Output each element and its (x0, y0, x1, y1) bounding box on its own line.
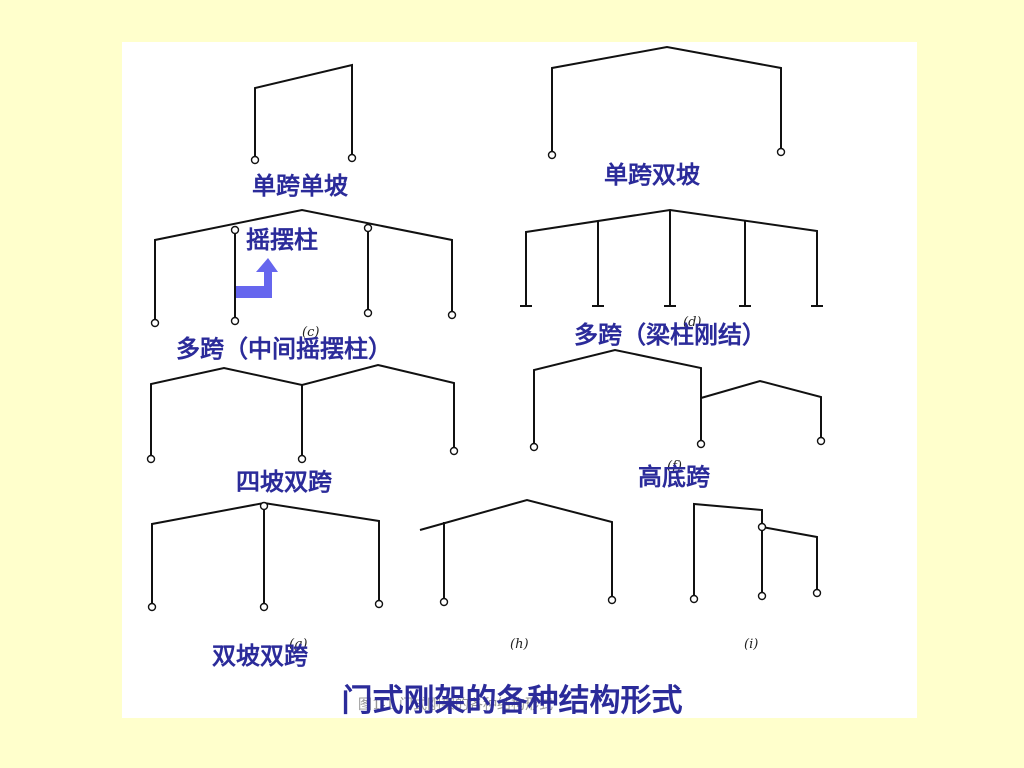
frame-multi-span-rigid: (d) (520, 208, 823, 330)
label-multi-span-rigid: 多跨（梁柱刚结） (574, 321, 766, 349)
frame-four-slope (146, 363, 459, 464)
up-arrow-icon (236, 258, 278, 298)
frame-multi-span-rocking: (c) (150, 208, 457, 340)
label-double-slope-double-span: 双坡双跨 (212, 642, 308, 670)
sublabel-g: (g) (289, 637, 307, 652)
frame-single-slope (250, 63, 357, 165)
frame-single-double-slope (547, 45, 786, 160)
frame-cantilever: (h) (419, 498, 617, 652)
label-high-low-span: 高底跨 (638, 463, 710, 491)
sublabel-d: (d) (683, 315, 701, 330)
label-four-slope-double-span: 四坡双跨 (236, 468, 332, 496)
label-single-span-single-slope: 单跨单坡 (252, 172, 348, 200)
sublabel-i: (i) (744, 637, 758, 652)
frame-stepped-span: (i) (689, 502, 822, 652)
label-rocking-column: 摇摆柱 (246, 226, 318, 254)
frame-double-slope-double-span: (g) (147, 501, 384, 652)
figure-caption: 图1-1 门式刚架的各种结构形式 (358, 697, 553, 713)
sublabel-c: (c) (302, 325, 319, 340)
slide-title: 门式刚架的各种结构形式 (341, 683, 683, 719)
sublabel-f: (f) (667, 459, 682, 474)
frame-high-low-span: (f) (529, 348, 826, 474)
label-single-span-double-slope: 单跨双坡 (604, 161, 700, 189)
label-multi-span-middle-rocking: 多跨（中间摇摆柱） (176, 335, 392, 363)
sublabel-h: (h) (510, 637, 529, 652)
